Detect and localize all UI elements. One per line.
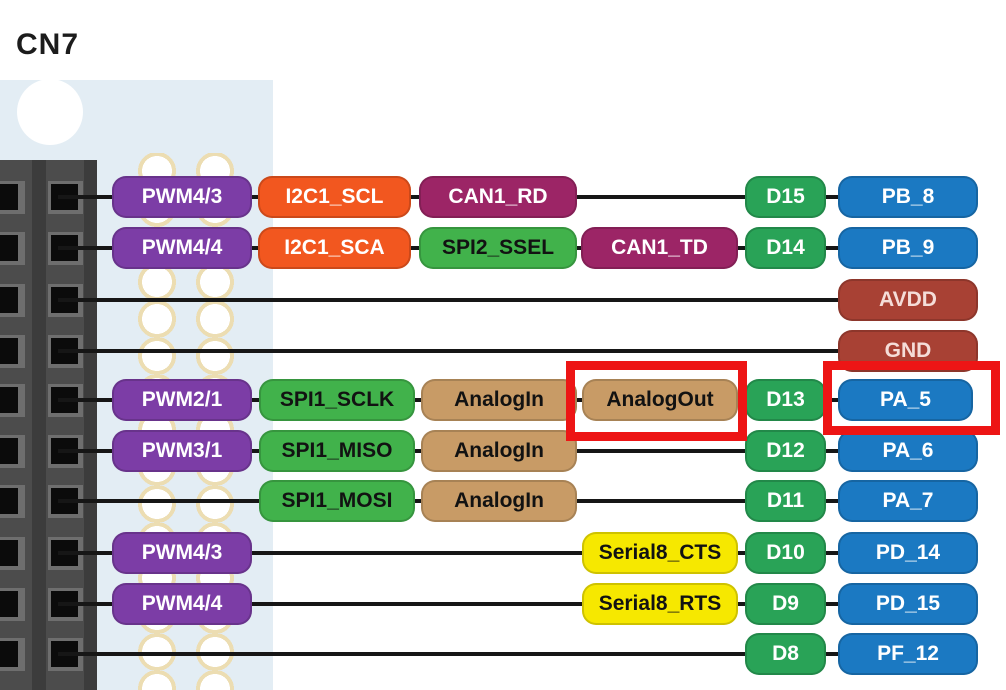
pin-label-D8: D8 — [745, 633, 826, 675]
pin-label-AnalogOut: AnalogOut — [582, 379, 738, 421]
connector-title: CN7 — [16, 28, 80, 61]
wire-line — [58, 652, 905, 656]
pin-label-D9: D9 — [745, 583, 826, 625]
pin-label-PB_9: PB_9 — [838, 227, 978, 269]
pin-label-PA_6: PA_6 — [838, 430, 978, 472]
pin-label-PA_7: PA_7 — [838, 480, 978, 522]
pin-label-D13: D13 — [745, 379, 826, 421]
pin-label-PWM4/3: PWM4/3 — [112, 532, 252, 574]
connector-pin — [0, 287, 18, 313]
pin-label-Serial8_CTS: Serial8_CTS — [582, 532, 738, 574]
pin-label-SPI2_SSEL: SPI2_SSEL — [419, 227, 577, 269]
pin-label-I2C1_SCA: I2C1_SCA — [258, 227, 411, 269]
highlight-box-AnalogOut — [566, 361, 747, 441]
pin-label-D11: D11 — [745, 480, 826, 522]
pin-label-D14: D14 — [745, 227, 826, 269]
connector-pin — [0, 641, 18, 667]
pin-label-AnalogIn: AnalogIn — [421, 379, 577, 421]
pin-label-PWM4/3: PWM4/3 — [112, 176, 252, 218]
pin-label-AnalogIn: AnalogIn — [421, 430, 577, 472]
pin-label-SPI1_MOSI: SPI1_MOSI — [259, 480, 415, 522]
connector-pin — [0, 338, 18, 364]
connector-pin — [0, 387, 18, 413]
connector-groove-1 — [32, 160, 46, 690]
wire-line — [58, 602, 905, 606]
pin-label-PF_12: PF_12 — [838, 633, 978, 675]
pin-label-AnalogIn: AnalogIn — [421, 480, 577, 522]
pin-label-PD_15: PD_15 — [838, 583, 978, 625]
pin-label-PWM3/1: PWM3/1 — [112, 430, 252, 472]
highlight-box-PA_5 — [823, 361, 1000, 435]
pin-label-CAN1_TD: CAN1_TD — [581, 227, 738, 269]
connector-pin — [0, 540, 18, 566]
pin-label-PA_5: PA_5 — [838, 379, 973, 421]
pin-label-CAN1_RD: CAN1_RD — [419, 176, 577, 218]
connector-pin — [0, 488, 18, 514]
pin-label-D12: D12 — [745, 430, 826, 472]
pin-label-PD_14: PD_14 — [838, 532, 978, 574]
wire-line — [58, 298, 905, 302]
pin-label-PB_8: PB_8 — [838, 176, 978, 218]
mounting-hole — [17, 79, 83, 145]
pin-label-AVDD: AVDD — [838, 279, 978, 321]
pin-label-Serial8_RTS: Serial8_RTS — [582, 583, 738, 625]
pin-label-I2C1_SCL: I2C1_SCL — [258, 176, 411, 218]
connector-groove-2 — [84, 160, 97, 690]
pin-label-PWM2/1: PWM2/1 — [112, 379, 252, 421]
connector-pin — [0, 591, 18, 617]
wire-line — [58, 551, 905, 555]
connector-pin — [0, 184, 18, 210]
pin-label-SPI1_SCLK: SPI1_SCLK — [259, 379, 415, 421]
pin-label-PWM4/4: PWM4/4 — [112, 583, 252, 625]
pin-label-D15: D15 — [745, 176, 826, 218]
pin-label-D10: D10 — [745, 532, 826, 574]
pin-label-SPI1_MISO: SPI1_MISO — [259, 430, 415, 472]
connector-pin — [0, 235, 18, 261]
wire-line — [58, 349, 905, 353]
connector-pin — [0, 438, 18, 464]
pin-label-PWM4/4: PWM4/4 — [112, 227, 252, 269]
